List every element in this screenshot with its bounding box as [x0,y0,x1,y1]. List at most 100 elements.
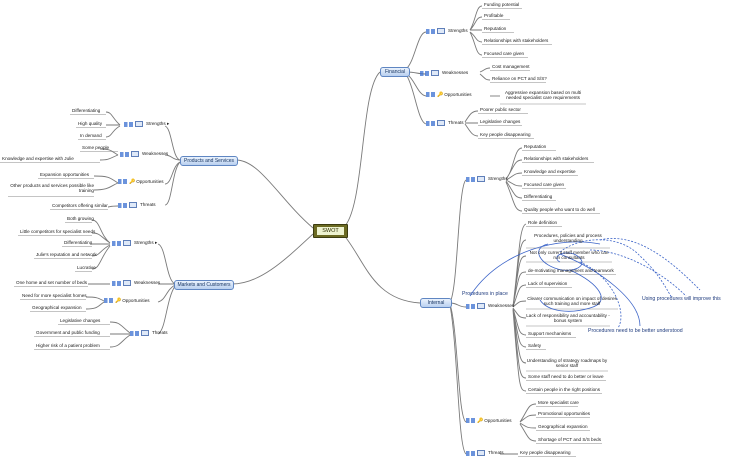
note-procedures-in-place[interactable]: Procedures in place [462,291,508,297]
leaf[interactable]: Some staff need to do better or leave [528,374,604,379]
markets-strengths[interactable]: Strengths ▸ [112,240,157,246]
opportunities-icon [426,92,435,98]
leaf[interactable]: Procedures, policies and process underst… [534,233,602,244]
topic-financial[interactable]: Financial [380,67,410,77]
leaf[interactable]: Aggressive expansion based on multi need… [504,90,582,101]
leaf[interactable]: de-motivating management and teamwork [528,268,614,273]
note-icon [431,70,439,76]
leaf[interactable]: Understanding of strategy roadmaps by se… [526,358,608,369]
leaf[interactable]: Reliance on PCT and S/S? [492,76,547,81]
leaf[interactable]: High quality [78,121,103,126]
products-strengths[interactable]: Strengths ▸ [124,121,169,127]
leaf[interactable]: Geographical expansion [538,424,588,429]
threats-icon [426,120,435,126]
leaf[interactable]: Differentiating [524,194,553,199]
leaf[interactable]: Quality people who want to do well [524,207,595,212]
topic-markets-customers[interactable]: Markets and Customers [174,280,234,290]
threats-icon [118,202,127,208]
topic-internal[interactable]: Internal [420,298,452,308]
leaf[interactable]: Not only current staff member who can ru… [529,250,609,261]
leaf[interactable]: Government and public funding [36,330,100,335]
leaf[interactable]: Lack of supervision [528,281,568,286]
note-icon [437,120,445,126]
leaf[interactable]: Promotional opportunities [538,411,591,416]
markets-weaknesses[interactable]: Weaknesses [112,280,160,286]
opportunities-icon [466,418,475,424]
leaf[interactable]: Knowledge and expertise with Julie [2,156,74,161]
key-icon: 🔑 [115,298,122,304]
leaf[interactable]: One home and set number of beds [16,280,87,285]
leaf[interactable]: Reputation [524,144,547,149]
leaf[interactable]: Focused care given [524,182,565,187]
note-need-understood[interactable]: Procedures need to be better understood [588,328,683,334]
leaf[interactable]: Both growing [67,216,94,221]
note-icon [135,121,143,127]
internal-opportunities[interactable]: 🔑Opportunities [466,418,512,424]
leaf[interactable]: Differentiating [72,108,101,113]
note-icon [131,151,139,157]
products-opportunities[interactable]: 🔑Opportunities [118,179,164,185]
leaf[interactable]: Key people disappearing [480,132,531,137]
leaf[interactable]: Poorer public sector [480,107,521,112]
leaf[interactable]: Certain people in the right positions [528,387,601,392]
note-icon [477,303,485,309]
leaf[interactable]: Higher risk of a patient problem [36,343,100,348]
leaf[interactable]: Legislative changes [60,318,101,323]
financial-threats[interactable]: Threats [426,120,464,126]
leaf[interactable]: Lack of responsibility and accountabilit… [526,313,610,324]
leaf[interactable]: More specialist care [538,400,579,405]
link-markets [231,233,314,285]
note-icon [129,202,137,208]
leaf[interactable]: Focused care given [484,51,525,56]
leaf[interactable]: Reputation [484,26,507,31]
central-topic[interactable]: SWOT [313,224,348,238]
internal-threats[interactable]: Threats [466,450,504,456]
leaf[interactable]: Differentiating [64,240,93,245]
annotation-strokes [469,238,701,329]
leaf[interactable]: Relationships with stakeholders [524,156,589,161]
markets-threats[interactable]: Threats [130,330,168,336]
leaf[interactable]: Geographical expansion [32,305,82,310]
leaf[interactable]: Safety [528,343,542,348]
leaf[interactable]: Need for more specialist homes [22,293,87,298]
note-icon [141,330,149,336]
leaf[interactable]: Some people [82,145,110,150]
leaf[interactable]: Shortage of PCT and S/S beds [538,437,601,442]
leaf[interactable]: Legislative changes [480,119,521,124]
key-icon: 🔑 [129,179,136,185]
key-icon: 🔑 [477,418,484,424]
financial-strengths[interactable]: Strengths [426,28,468,34]
strengths-icon [426,28,435,34]
leaf[interactable]: Profitable [484,13,504,18]
strengths-icon [124,121,133,127]
leaf[interactable]: Competitors offering similar [52,203,108,208]
strengths-icon [466,176,475,182]
note-using-procedures[interactable]: Using procedures will improve this [642,296,721,302]
internal-weaknesses[interactable]: Weaknesses [466,303,514,309]
leaf[interactable]: Support mechanisms [528,331,572,336]
markets-opportunities[interactable]: 🔑Opportunities [104,298,150,304]
leaf[interactable]: Key people disappearing [520,450,571,455]
weaknesses-icon [112,280,121,286]
products-threats[interactable]: Threats [118,202,156,208]
leaf[interactable]: Lucrative [77,265,96,270]
leaf[interactable]: Julie's reputation and network [36,252,97,257]
topic-products-services[interactable]: Products and Services [180,156,238,166]
leaf[interactable]: In demand [80,133,102,138]
internal-strengths[interactable]: Strengths [466,176,508,182]
products-weaknesses[interactable]: Weaknesses [120,151,168,157]
leaf[interactable]: Knowledge and expertise [524,169,576,174]
leaf[interactable]: Other products and services possible lik… [10,183,94,194]
leaf[interactable]: Role definition [528,220,558,225]
leaf[interactable]: Expansion opportunities [40,172,90,177]
leaf[interactable]: Clearer communication on impact of desir… [527,296,617,307]
note-icon [477,176,485,182]
leaf[interactable]: Funding potential [484,2,520,7]
opportunities-icon [118,179,127,185]
financial-opportunities[interactable]: 🔑Opportunities [426,92,472,98]
leaf[interactable]: Little competitors for specialist needs [20,229,96,234]
financial-weaknesses[interactable]: Weaknesses [420,70,468,76]
leaf[interactable]: Cost management [492,64,530,69]
leaf[interactable]: Relationships with stakeholders [484,38,549,43]
weaknesses-icon [420,70,429,76]
